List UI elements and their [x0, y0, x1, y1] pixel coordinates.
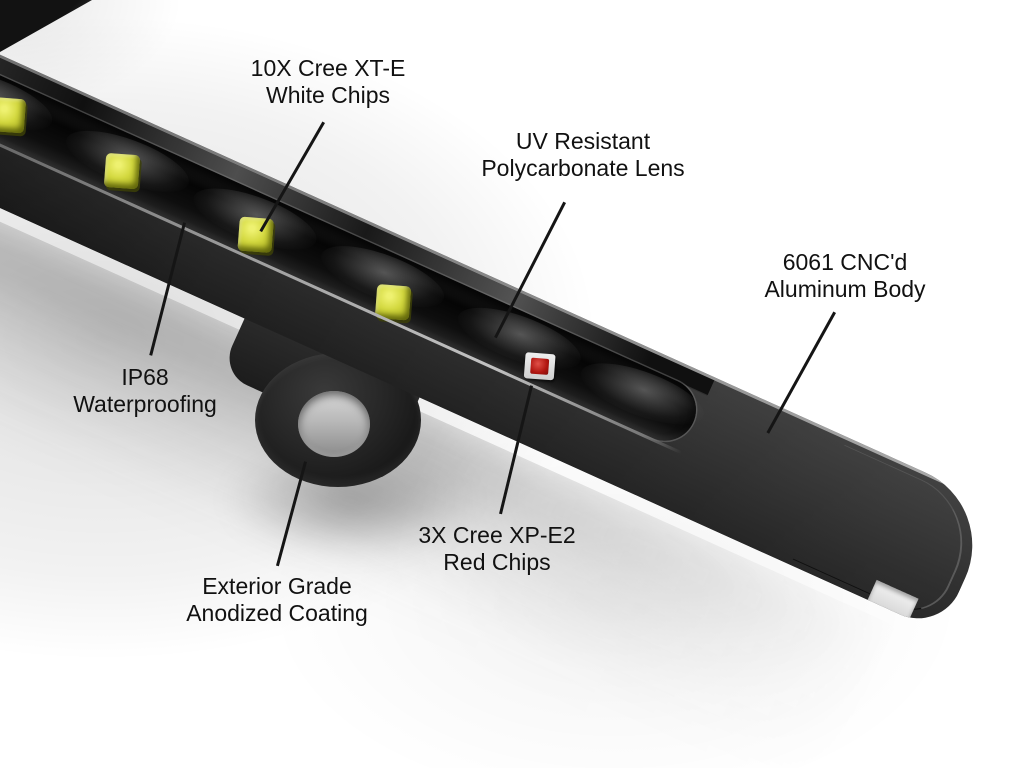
mounting-hole [298, 391, 370, 457]
annotation-red-chips: 3X Cree XP-E2 Red Chips [418, 522, 575, 576]
white-led-chip [103, 152, 141, 190]
annotation-white-chips: 10X Cree XT-E White Chips [251, 55, 406, 109]
red-led-chip [523, 352, 556, 381]
red-led-die [530, 357, 550, 375]
annotation-line: Exterior Grade [202, 573, 352, 599]
annotation-line: Aluminum Body [764, 276, 926, 302]
annotation-line: Waterproofing [73, 391, 217, 417]
annotation-anodized-coating: Exterior Grade Anodized Coating [186, 573, 368, 627]
annotation-line: 3X Cree XP-E2 [418, 522, 576, 548]
annotation-line: IP68 [121, 364, 169, 390]
annotation-line: Anodized Coating [186, 600, 368, 626]
annotation-line: 10X Cree XT-E [250, 55, 406, 81]
annotation-line: Red Chips [443, 549, 551, 575]
annotation-waterproofing: IP68 Waterproofing [73, 364, 217, 418]
annotation-line: UV Resistant [515, 128, 651, 154]
annotation-line: 6061 CNC'd [782, 249, 908, 275]
white-led-chip [0, 96, 27, 134]
annotation-uv-lens: UV Resistant Polycarbonate Lens [481, 128, 684, 182]
annotation-line: White Chips [266, 82, 390, 108]
annotation-line: Polycarbonate Lens [481, 155, 685, 181]
white-led-chip [237, 216, 274, 253]
annotation-aluminum-body: 6061 CNC'd Aluminum Body [764, 249, 925, 303]
